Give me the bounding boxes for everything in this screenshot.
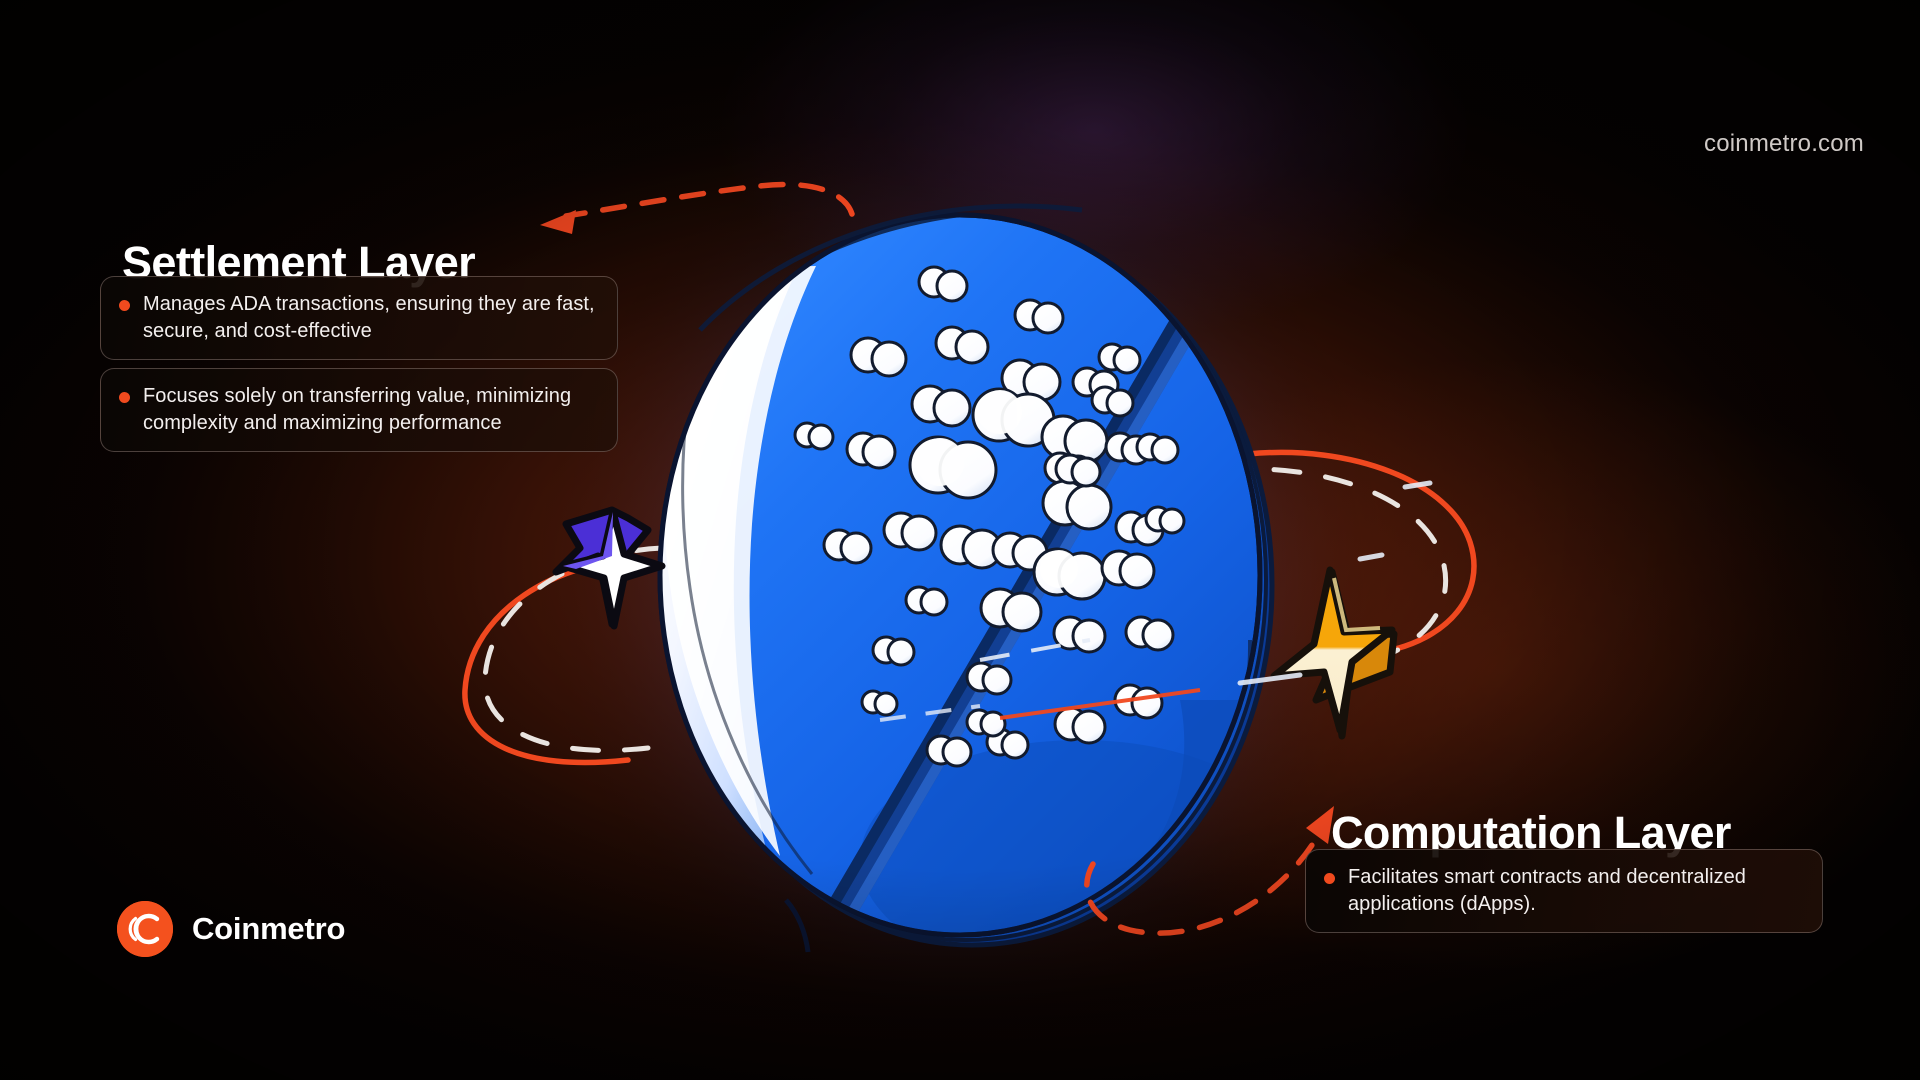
coinmetro-wordmark: Coinmetro — [192, 911, 346, 946]
settlement-bullet-text-2: Focuses solely on transferring value, mi… — [143, 385, 572, 434]
bullet-dot-icon — [119, 300, 130, 311]
computation-bullet-card-1: Facilitates smart contracts and decentra… — [1305, 849, 1823, 934]
settlement-bullet-card-2: Focuses solely on transferring value, mi… — [100, 368, 618, 453]
bullet-dot-icon — [1324, 873, 1335, 884]
coinmetro-c-mark-icon — [117, 901, 173, 957]
settlement-bullet-text-1: Manages ADA transactions, ensuring they … — [143, 293, 595, 342]
bullet-dot-icon — [119, 392, 130, 403]
coinmetro-logo[interactable]: Coinmetro — [117, 901, 345, 957]
computation-bullet-text-1: Facilitates smart contracts and decentra… — [1348, 866, 1746, 915]
settlement-bullet-card-1: Manages ADA transactions, ensuring they … — [100, 276, 618, 361]
site-url-label: coinmetro.com — [1704, 130, 1864, 157]
